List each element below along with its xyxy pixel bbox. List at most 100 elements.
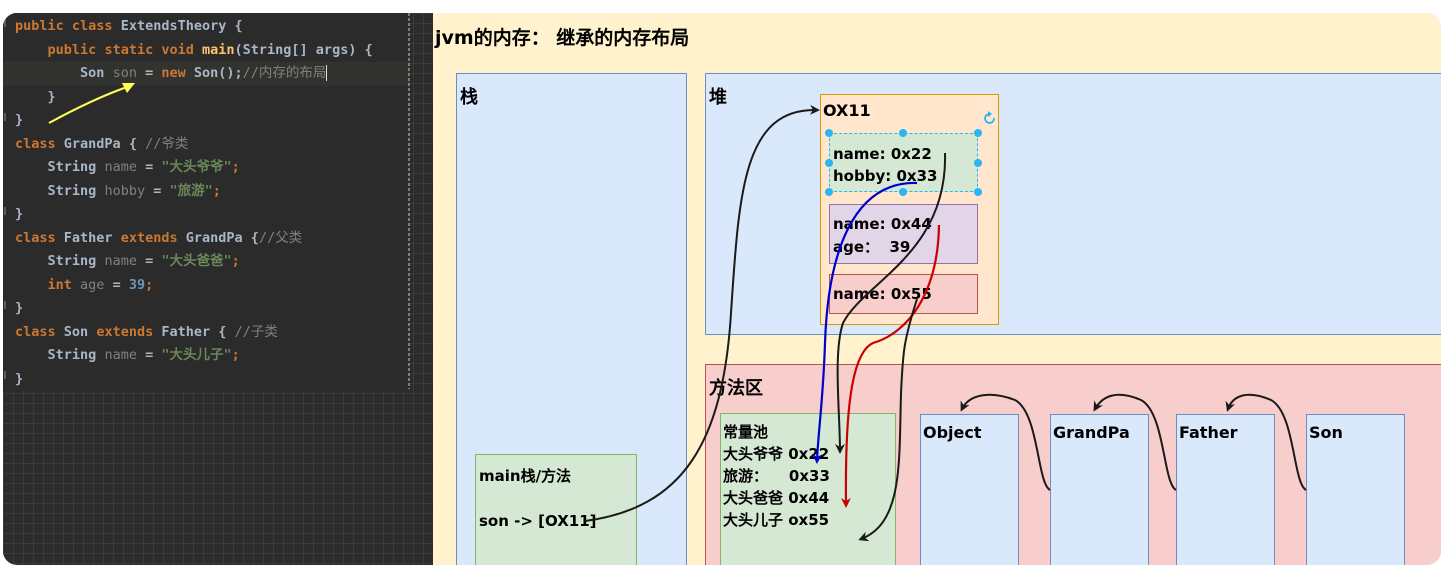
heap-label: 堆 bbox=[709, 87, 727, 108]
class-box-father[interactable]: Father bbox=[1176, 414, 1275, 565]
brace: } bbox=[15, 370, 24, 387]
selection-handle[interactable] bbox=[974, 159, 982, 167]
father-fields-block[interactable]: name: 0x44 age： 39 bbox=[829, 204, 978, 264]
keyword: new bbox=[161, 65, 186, 81]
arrow-grandpa-hobby bbox=[834, 152, 947, 454]
semicolon: ; bbox=[231, 253, 240, 269]
brace: } bbox=[15, 300, 24, 316]
son-field-name: name: 0x55 bbox=[833, 285, 932, 303]
method-name: main bbox=[202, 41, 235, 58]
comment: //子类 bbox=[234, 323, 278, 340]
type-name: Son bbox=[80, 65, 105, 81]
comment: //内存的布局 bbox=[242, 65, 327, 81]
rotate-handle-icon[interactable] bbox=[984, 111, 995, 124]
brace: } bbox=[15, 112, 24, 128]
class-box-son[interactable]: Son bbox=[1306, 414, 1405, 565]
brace: { bbox=[250, 229, 259, 246]
keyword: int bbox=[47, 276, 72, 293]
comment: //爷类 bbox=[145, 135, 189, 152]
brace: { bbox=[218, 323, 227, 340]
operator: = bbox=[136, 253, 162, 269]
string-literal: "大头儿子" bbox=[161, 347, 232, 363]
constructor-call: Son(); bbox=[193, 65, 243, 81]
selection-handle[interactable] bbox=[974, 129, 982, 137]
screenshot-card: public class ExtendsTheory { public stat… bbox=[3, 13, 1441, 565]
connector-overlay bbox=[584, 104, 1307, 542]
selection-handles[interactable] bbox=[825, 129, 982, 196]
constant-entry: 旅游： 0x33 bbox=[723, 467, 830, 485]
semicolon: ; bbox=[231, 159, 240, 175]
father-field-age: age： 39 bbox=[833, 238, 911, 256]
string-literal: "大头爷爷" bbox=[161, 159, 232, 175]
annotation-arrow-shaft bbox=[48, 86, 128, 124]
operator: = bbox=[104, 276, 129, 293]
object-address: OX11 bbox=[823, 101, 871, 120]
father-field-name: name: 0x44 bbox=[833, 215, 932, 233]
selection-handle[interactable] bbox=[899, 129, 907, 137]
grandpa-field-hobby: hobby: 0x33 bbox=[833, 167, 938, 185]
text-cursor bbox=[326, 65, 328, 81]
code-line-4: } bbox=[3, 86, 409, 110]
parent-class-name: Father bbox=[161, 323, 211, 340]
code-line-9: } bbox=[3, 203, 409, 227]
brace: { bbox=[234, 18, 243, 34]
variable-name: hobby bbox=[104, 182, 146, 199]
class-name: ExtendsTheory bbox=[120, 18, 227, 34]
keyword: class bbox=[15, 229, 56, 246]
constant-entry: 大头爸爸 0x44 bbox=[723, 489, 830, 507]
main-stack-frame[interactable]: main栈/方法 son -> [OX11] bbox=[475, 454, 637, 565]
code-line-6: class GrandPa { //爷类 bbox=[3, 133, 409, 157]
constant-entry: 大头儿子 ox55 bbox=[723, 511, 830, 529]
type-name: String bbox=[47, 347, 97, 363]
operator: = bbox=[136, 65, 162, 81]
main-frame-title: main栈/方法 bbox=[479, 467, 572, 485]
type-name: String bbox=[47, 182, 97, 199]
variable-name: son bbox=[112, 65, 137, 81]
semicolon: ; bbox=[231, 347, 240, 363]
class-name: Object bbox=[923, 423, 982, 442]
class-name: GrandPa bbox=[1053, 423, 1130, 442]
keyword: class bbox=[71, 18, 113, 34]
code-line-15: String name = "大头儿子"; bbox=[3, 344, 409, 368]
son-reference: son -> [OX11] bbox=[479, 512, 597, 530]
variable-name: name bbox=[104, 159, 137, 175]
code-line-1: public class ExtendsTheory { bbox=[3, 15, 409, 39]
keyword: extends bbox=[96, 323, 154, 340]
parent-class-name: GrandPa bbox=[185, 229, 243, 246]
class-name: GrandPa bbox=[63, 135, 121, 152]
constant-entry: 大头爷爷 0x22 bbox=[723, 445, 830, 463]
operator: = bbox=[145, 182, 170, 199]
keyword: public bbox=[15, 18, 64, 34]
class-box-grandpa[interactable]: GrandPa bbox=[1050, 414, 1149, 565]
keyword: static bbox=[104, 41, 154, 58]
string-literal: "大头爸爸" bbox=[161, 253, 232, 269]
annotation-arrow bbox=[48, 83, 135, 124]
selection-handle[interactable] bbox=[974, 188, 982, 196]
operator: = bbox=[136, 347, 162, 363]
inheritance-arrow-son-father bbox=[1225, 393, 1307, 491]
code-line-7: String name = "大头爷爷"; bbox=[3, 156, 409, 180]
grandpa-field-name: name: 0x22 bbox=[833, 145, 932, 163]
stack-label: 栈 bbox=[460, 87, 478, 108]
keyword: class bbox=[15, 135, 56, 152]
keyword: public bbox=[47, 41, 97, 58]
class-name: Father bbox=[63, 229, 113, 246]
selection-handle[interactable] bbox=[899, 188, 907, 196]
code-line-13: } bbox=[3, 297, 409, 321]
keyword: void bbox=[161, 41, 194, 58]
selection-handle[interactable] bbox=[825, 159, 833, 167]
brace: { bbox=[128, 135, 137, 152]
semicolon: ; bbox=[212, 182, 221, 199]
selection-handle[interactable] bbox=[825, 129, 833, 137]
rotate-handle-arc bbox=[984, 113, 995, 124]
code-line-10: class Father extends GrandPa {//父类 bbox=[3, 227, 409, 251]
class-box-object[interactable]: Object bbox=[920, 414, 1019, 565]
operator: = bbox=[136, 159, 162, 175]
brace: } bbox=[47, 88, 56, 105]
code-line-12: int age = 39; bbox=[3, 274, 409, 298]
arrow-father-name bbox=[840, 224, 941, 508]
code-line-3-current[interactable]: Son son = new Son();//内存的布局 bbox=[3, 62, 409, 86]
selection-handle[interactable] bbox=[825, 188, 833, 196]
code-line-14: class Son extends Father { //子类 bbox=[3, 321, 409, 345]
comment: //父类 bbox=[258, 229, 303, 246]
